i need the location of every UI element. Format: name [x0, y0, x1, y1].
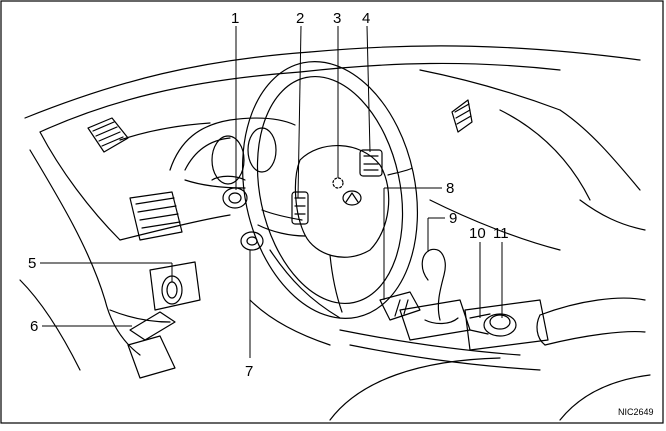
callout-9: 9: [449, 210, 457, 227]
left-air-vent: [87, 117, 129, 153]
figure-code: NIC2649: [618, 407, 654, 417]
seat-outlines: [19, 279, 651, 421]
dashboard: [29, 109, 646, 301]
callout-5: 5: [28, 255, 36, 272]
windshield-lines: [24, 45, 641, 133]
callout-3: 3: [333, 10, 341, 27]
column-switches: [211, 175, 264, 251]
callout-8: 8: [446, 180, 454, 197]
steering-wheel: [241, 61, 419, 319]
center-console: [339, 248, 646, 371]
right-air-vent: [451, 99, 473, 133]
callout-10: 10: [469, 225, 486, 242]
callout-6: 6: [30, 318, 38, 335]
callout-11: 11: [493, 225, 509, 242]
center-left-air-vent: [129, 191, 183, 241]
callout-7: 7: [245, 363, 253, 380]
leader-lines: [40, 25, 503, 358]
steering-column: [249, 249, 341, 346]
callout-4: 4: [362, 10, 370, 27]
callout-2: 2: [296, 10, 304, 27]
callout-1: 1: [231, 10, 239, 27]
